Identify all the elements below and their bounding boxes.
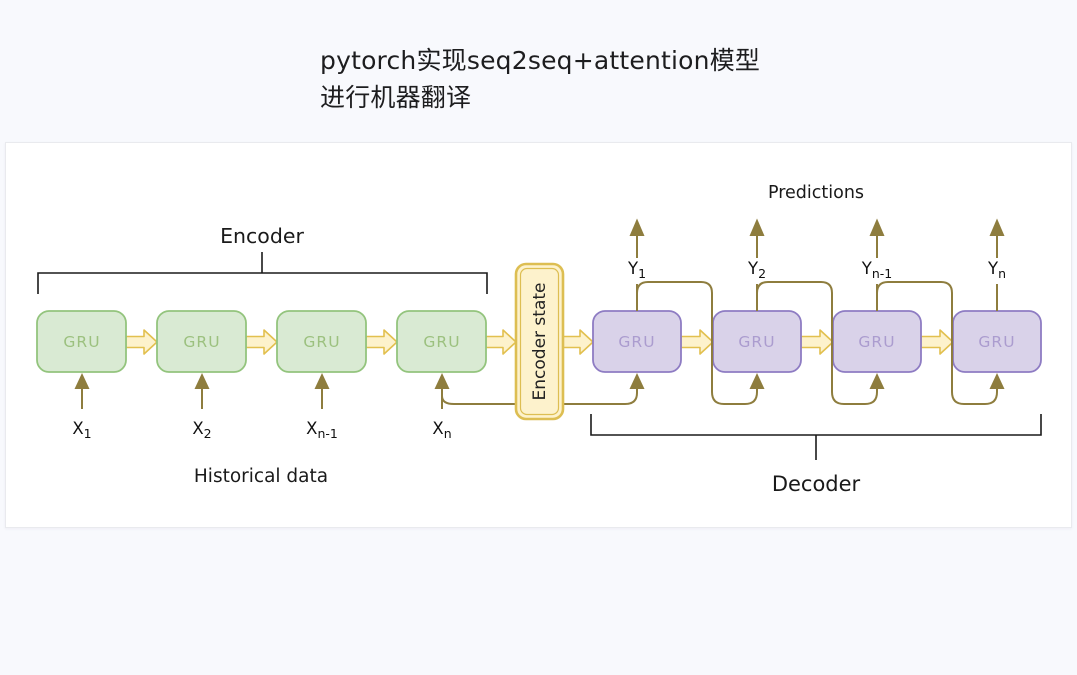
decoder-gru-label: GRU	[858, 333, 895, 351]
encoder-input-label: Xn-1	[306, 419, 338, 441]
input-arrowhead-icon	[314, 373, 330, 389]
page-title-line2: 进行机器翻译	[320, 83, 472, 112]
input-arrowhead-icon	[194, 373, 210, 389]
decoder-bracket	[590, 414, 1042, 436]
flow-arrow-icon	[920, 329, 954, 355]
encoder-gru-box	[276, 310, 367, 373]
encoder-state-box-inner	[519, 267, 560, 416]
flow-arrow-icon	[125, 329, 158, 355]
diagram-card: Encoder Decoder Predictions Historical d…	[5, 142, 1072, 528]
input-arrowhead-icon	[74, 373, 90, 389]
xn-feed-arrowhead-icon	[629, 373, 645, 389]
decoder-output-label: Yn	[987, 259, 1006, 281]
feedback-loop	[876, 281, 998, 405]
feedback-loop	[756, 281, 878, 405]
encoder-gru-box	[156, 310, 247, 373]
decoder-gru-label: GRU	[978, 333, 1015, 351]
encoder-gru-box	[36, 310, 127, 373]
output-arrowhead-icon	[749, 218, 765, 236]
predictions-label: Predictions	[768, 183, 864, 203]
encoder-bracket	[37, 272, 488, 294]
encoder-gru-label: GRU	[303, 333, 340, 351]
decoder-gru-label: GRU	[738, 333, 775, 351]
feedback-loop	[636, 281, 758, 405]
flow-arrow-icon	[562, 329, 594, 355]
decoder-bracket-label: Decoder	[772, 472, 861, 496]
output-arrowhead-icon	[629, 218, 645, 236]
decoder-gru-label: GRU	[618, 333, 655, 351]
flow-arrow-icon	[245, 329, 278, 355]
encoder-input-label: X1	[72, 419, 91, 441]
output-arrowhead-icon	[869, 218, 885, 236]
output-arrowhead-icon	[989, 218, 1005, 236]
decoder-output-label: Y2	[747, 259, 766, 281]
page-title: pytorch实现seq2seq+attention模型 进行机器翻译	[320, 42, 880, 116]
decoder-output-label: Yn-1	[861, 259, 892, 281]
encoder-input-label: Xn	[432, 419, 451, 441]
input-arrowhead-icon	[434, 373, 450, 389]
flow-arrow-icon	[800, 329, 834, 355]
feedback-arrowhead-icon	[869, 373, 885, 389]
encoder-gru-label: GRU	[183, 333, 220, 351]
encoder-gru-label: GRU	[63, 333, 100, 351]
seq2seq-diagram: Encoder Decoder Predictions Historical d…	[36, 183, 1042, 496]
historical-data-label: Historical data	[194, 466, 328, 487]
flow-arrow-icon	[680, 329, 714, 355]
feedback-arrowhead-icon	[989, 373, 1005, 389]
decoder-output-label: Y1	[627, 259, 646, 281]
encoder-state-box	[514, 262, 565, 421]
xn-to-decoder-line	[441, 389, 638, 405]
encoder-input-label: X2	[192, 419, 211, 441]
encoder-gru-label: GRU	[423, 333, 460, 351]
page-title-line1: pytorch实现seq2seq+attention模型	[320, 46, 761, 75]
encoder-gru-box	[396, 310, 487, 373]
encoder-state-label: Encoder state	[530, 283, 550, 401]
feedback-arrowhead-icon	[749, 373, 765, 389]
encoder-bracket-label: Encoder	[220, 224, 304, 248]
flow-arrow-icon	[365, 329, 398, 355]
flow-arrow-icon	[485, 329, 517, 355]
